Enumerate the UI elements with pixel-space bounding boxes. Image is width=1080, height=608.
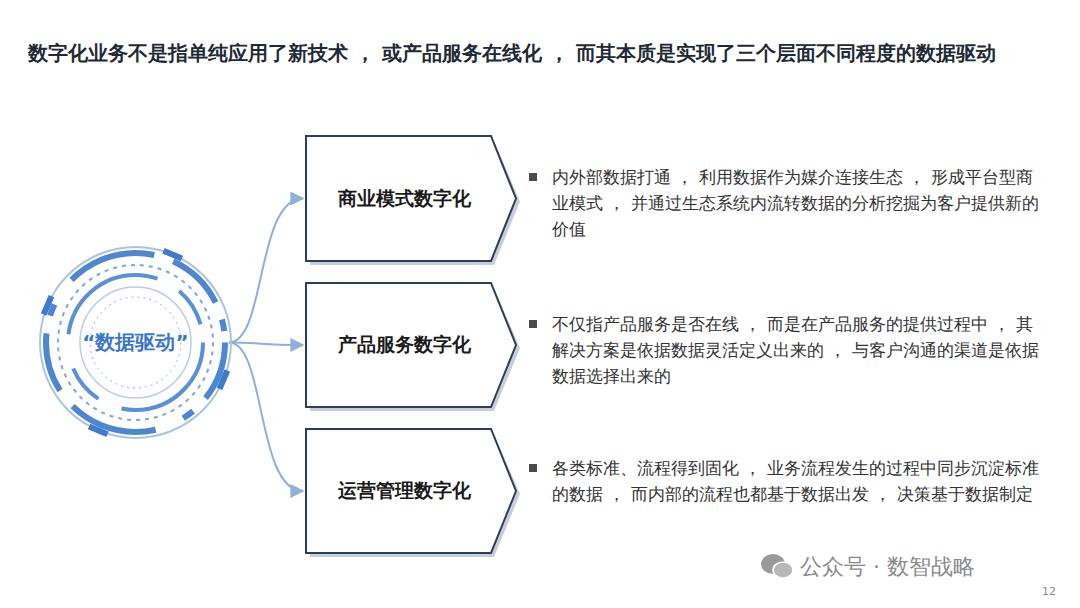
box-label: 产品服务数字化 [338,332,471,358]
curved-arrow [229,343,303,346]
chevron-box: 运营管理数字化 [305,428,517,554]
bullet-square [529,173,537,181]
ring [40,247,231,438]
chevron-box: 商业模式数字化 [305,135,517,262]
ring-tick [88,424,109,437]
curved-arrow [229,199,303,343]
page-number: 12 [1042,585,1056,598]
box-outline [306,136,516,261]
ring [68,275,203,410]
ring [80,287,191,398]
ring [46,253,225,432]
ring-tick [162,248,183,261]
watermark: 公众号 · 数智战略 [800,552,975,582]
ring-tick [217,369,230,390]
ring-label: “数据驱动” [82,329,188,356]
ring-tick [41,295,54,316]
box-label: 商业模式数字化 [338,186,471,212]
bullet-square [529,320,537,328]
bullet-square [529,464,537,472]
description-text: 各类标准、流程得到固化 ， 业务流程发生的过程中同步沉淀标准的数据 ， 而内部的… [552,455,1042,507]
curved-arrow [229,343,303,492]
chevron-box: 产品服务数字化 [305,282,517,408]
box-label: 运营管理数字化 [338,478,471,504]
ring [58,265,213,420]
slide-title: 数字化业务不是指单纯应用了新技术 ， 或产品服务在线化 ， 而其本质是实现了三个… [28,38,1058,68]
box-outline [306,283,516,407]
description-text: 内外部数据打通 ， 利用数据作为媒介连接生态 ， 形成平台型商业模式 ， 并通过… [552,164,1042,242]
box-outline [306,429,516,553]
wechat-icon [760,552,794,580]
data-ring: “数据驱动” [38,245,233,440]
description-text: 不仅指产品服务是否在线 ， 而是在产品服务的提供过程中 ， 其解决方案是依据数据… [552,311,1042,389]
